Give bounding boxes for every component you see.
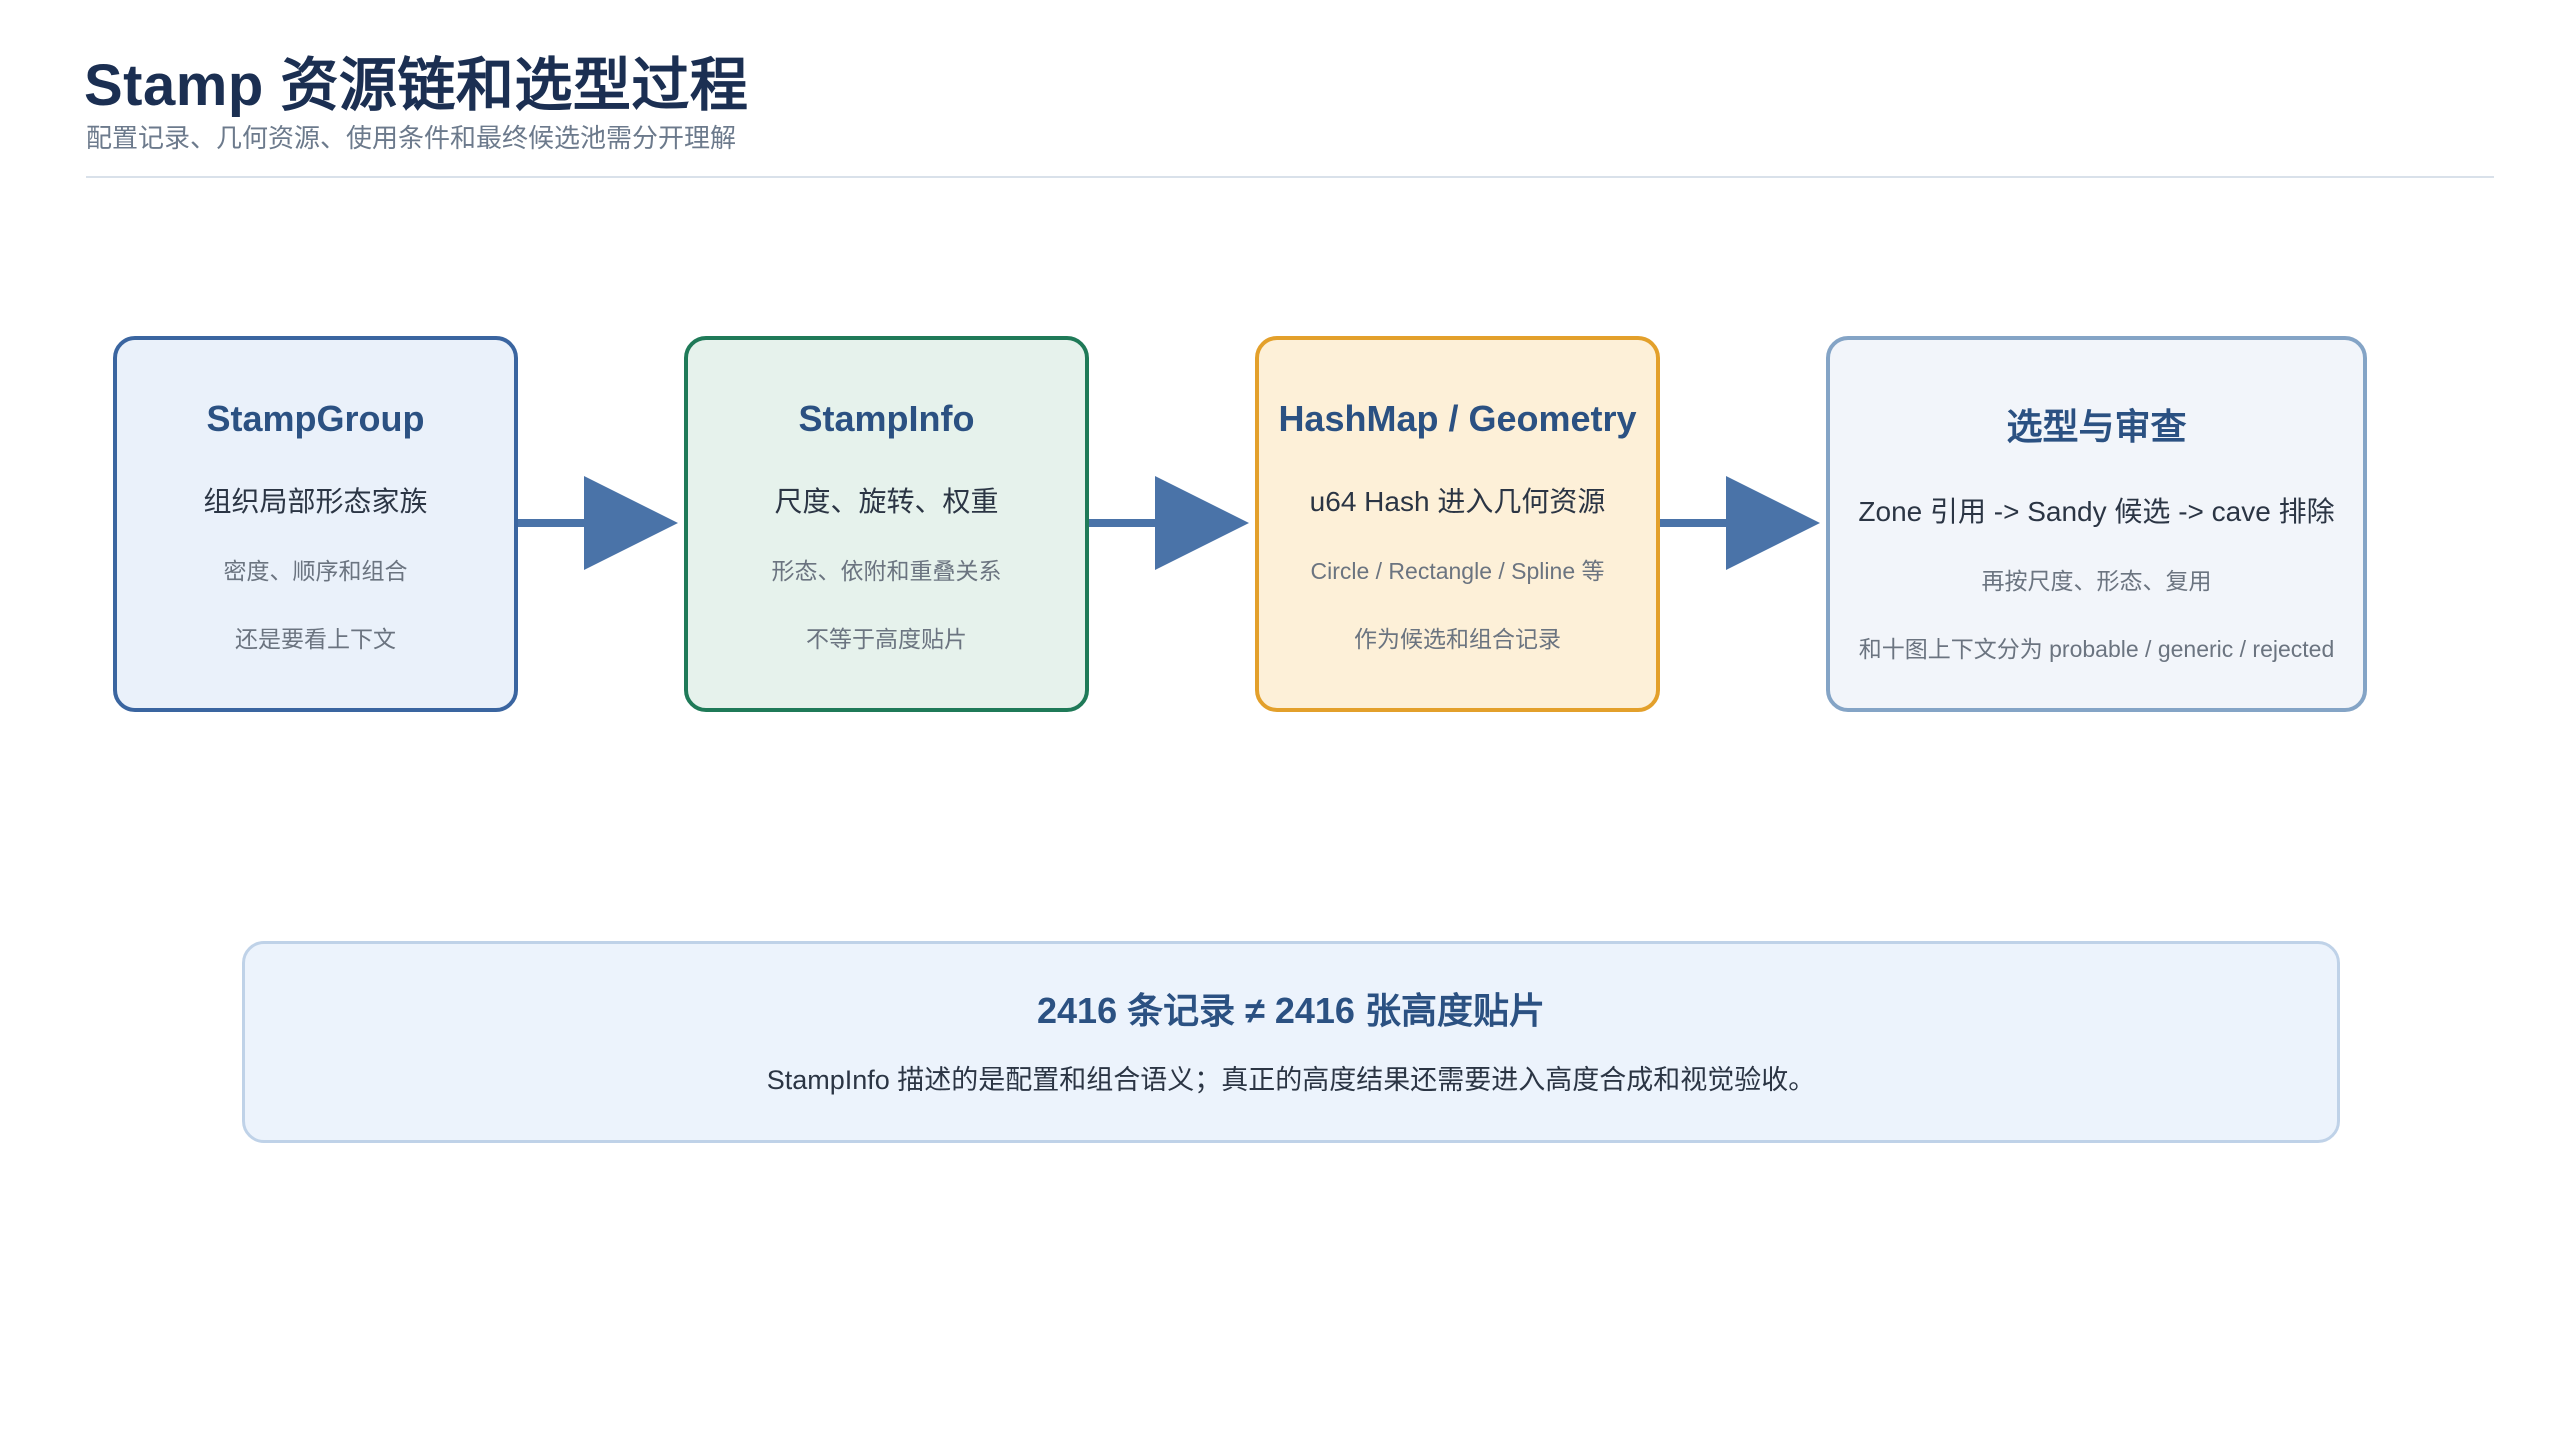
- flow-step-stampgroup: StampGroup 组织局部形态家族 密度、顺序和组合 还是要看上下文: [113, 336, 518, 712]
- flow-step-detail: 和十图上下文分为 probable / generic / rejected: [1858, 636, 2335, 662]
- page-subtitle: 配置记录、几何资源、使用条件和最终候选池需分开理解: [86, 123, 737, 153]
- page-title: Stamp 资源链和选型过程: [84, 53, 749, 118]
- header-divider: [86, 176, 2494, 178]
- flow-step-hashmap-geometry: HashMap / Geometry u64 Hash 进入几何资源 Circl…: [1255, 336, 1660, 712]
- flow-step-detail: 密度、顺序和组合: [223, 558, 408, 584]
- flow-arrow-icon: [1089, 476, 1249, 570]
- flow-step-line: u64 Hash 进入几何资源: [1309, 486, 1606, 517]
- flow-step-title: StampInfo: [798, 398, 975, 439]
- flow-step-detail: 还是要看上下文: [235, 626, 396, 652]
- summary-note: 2416 条记录 ≠ 2416 张高度贴片 StampInfo 描述的是配置和组…: [242, 941, 2340, 1143]
- flow-arrow-icon: [1660, 476, 1820, 570]
- flow-step-line: 组织局部形态家族: [203, 486, 428, 517]
- summary-note-title: 2416 条记录 ≠ 2416 张高度贴片: [1037, 990, 1545, 1031]
- flow-step-title: 选型与审查: [2006, 406, 2187, 447]
- flow-step-detail: 不等于高度贴片: [806, 626, 967, 652]
- flow-step-detail: 形态、依附和重叠关系: [771, 558, 1002, 584]
- flow-step-selection-review: 选型与审查 Zone 引用 -> Sandy 候选 -> cave 排除 再按尺…: [1826, 336, 2367, 712]
- flow-step-line: 尺度、旋转、权重: [774, 486, 999, 517]
- flow-step-detail: 作为候选和组合记录: [1354, 626, 1561, 652]
- flow-step-title: StampGroup: [206, 398, 425, 439]
- flow-step-detail: Circle / Rectangle / Spline 等: [1310, 558, 1605, 584]
- flow-step-stampinfo: StampInfo 尺度、旋转、权重 形态、依附和重叠关系 不等于高度贴片: [684, 336, 1089, 712]
- flow-step-detail: 再按尺度、形态、复用: [1981, 568, 2212, 594]
- summary-note-text: StampInfo 描述的是配置和组合语义；真正的高度结果还需要进入高度合成和视…: [766, 1065, 1816, 1095]
- flow-arrow-icon: [518, 476, 678, 570]
- flow-step-line: Zone 引用 -> Sandy 候选 -> cave 排除: [1858, 496, 2335, 527]
- flow-step-title: HashMap / Geometry: [1278, 398, 1637, 439]
